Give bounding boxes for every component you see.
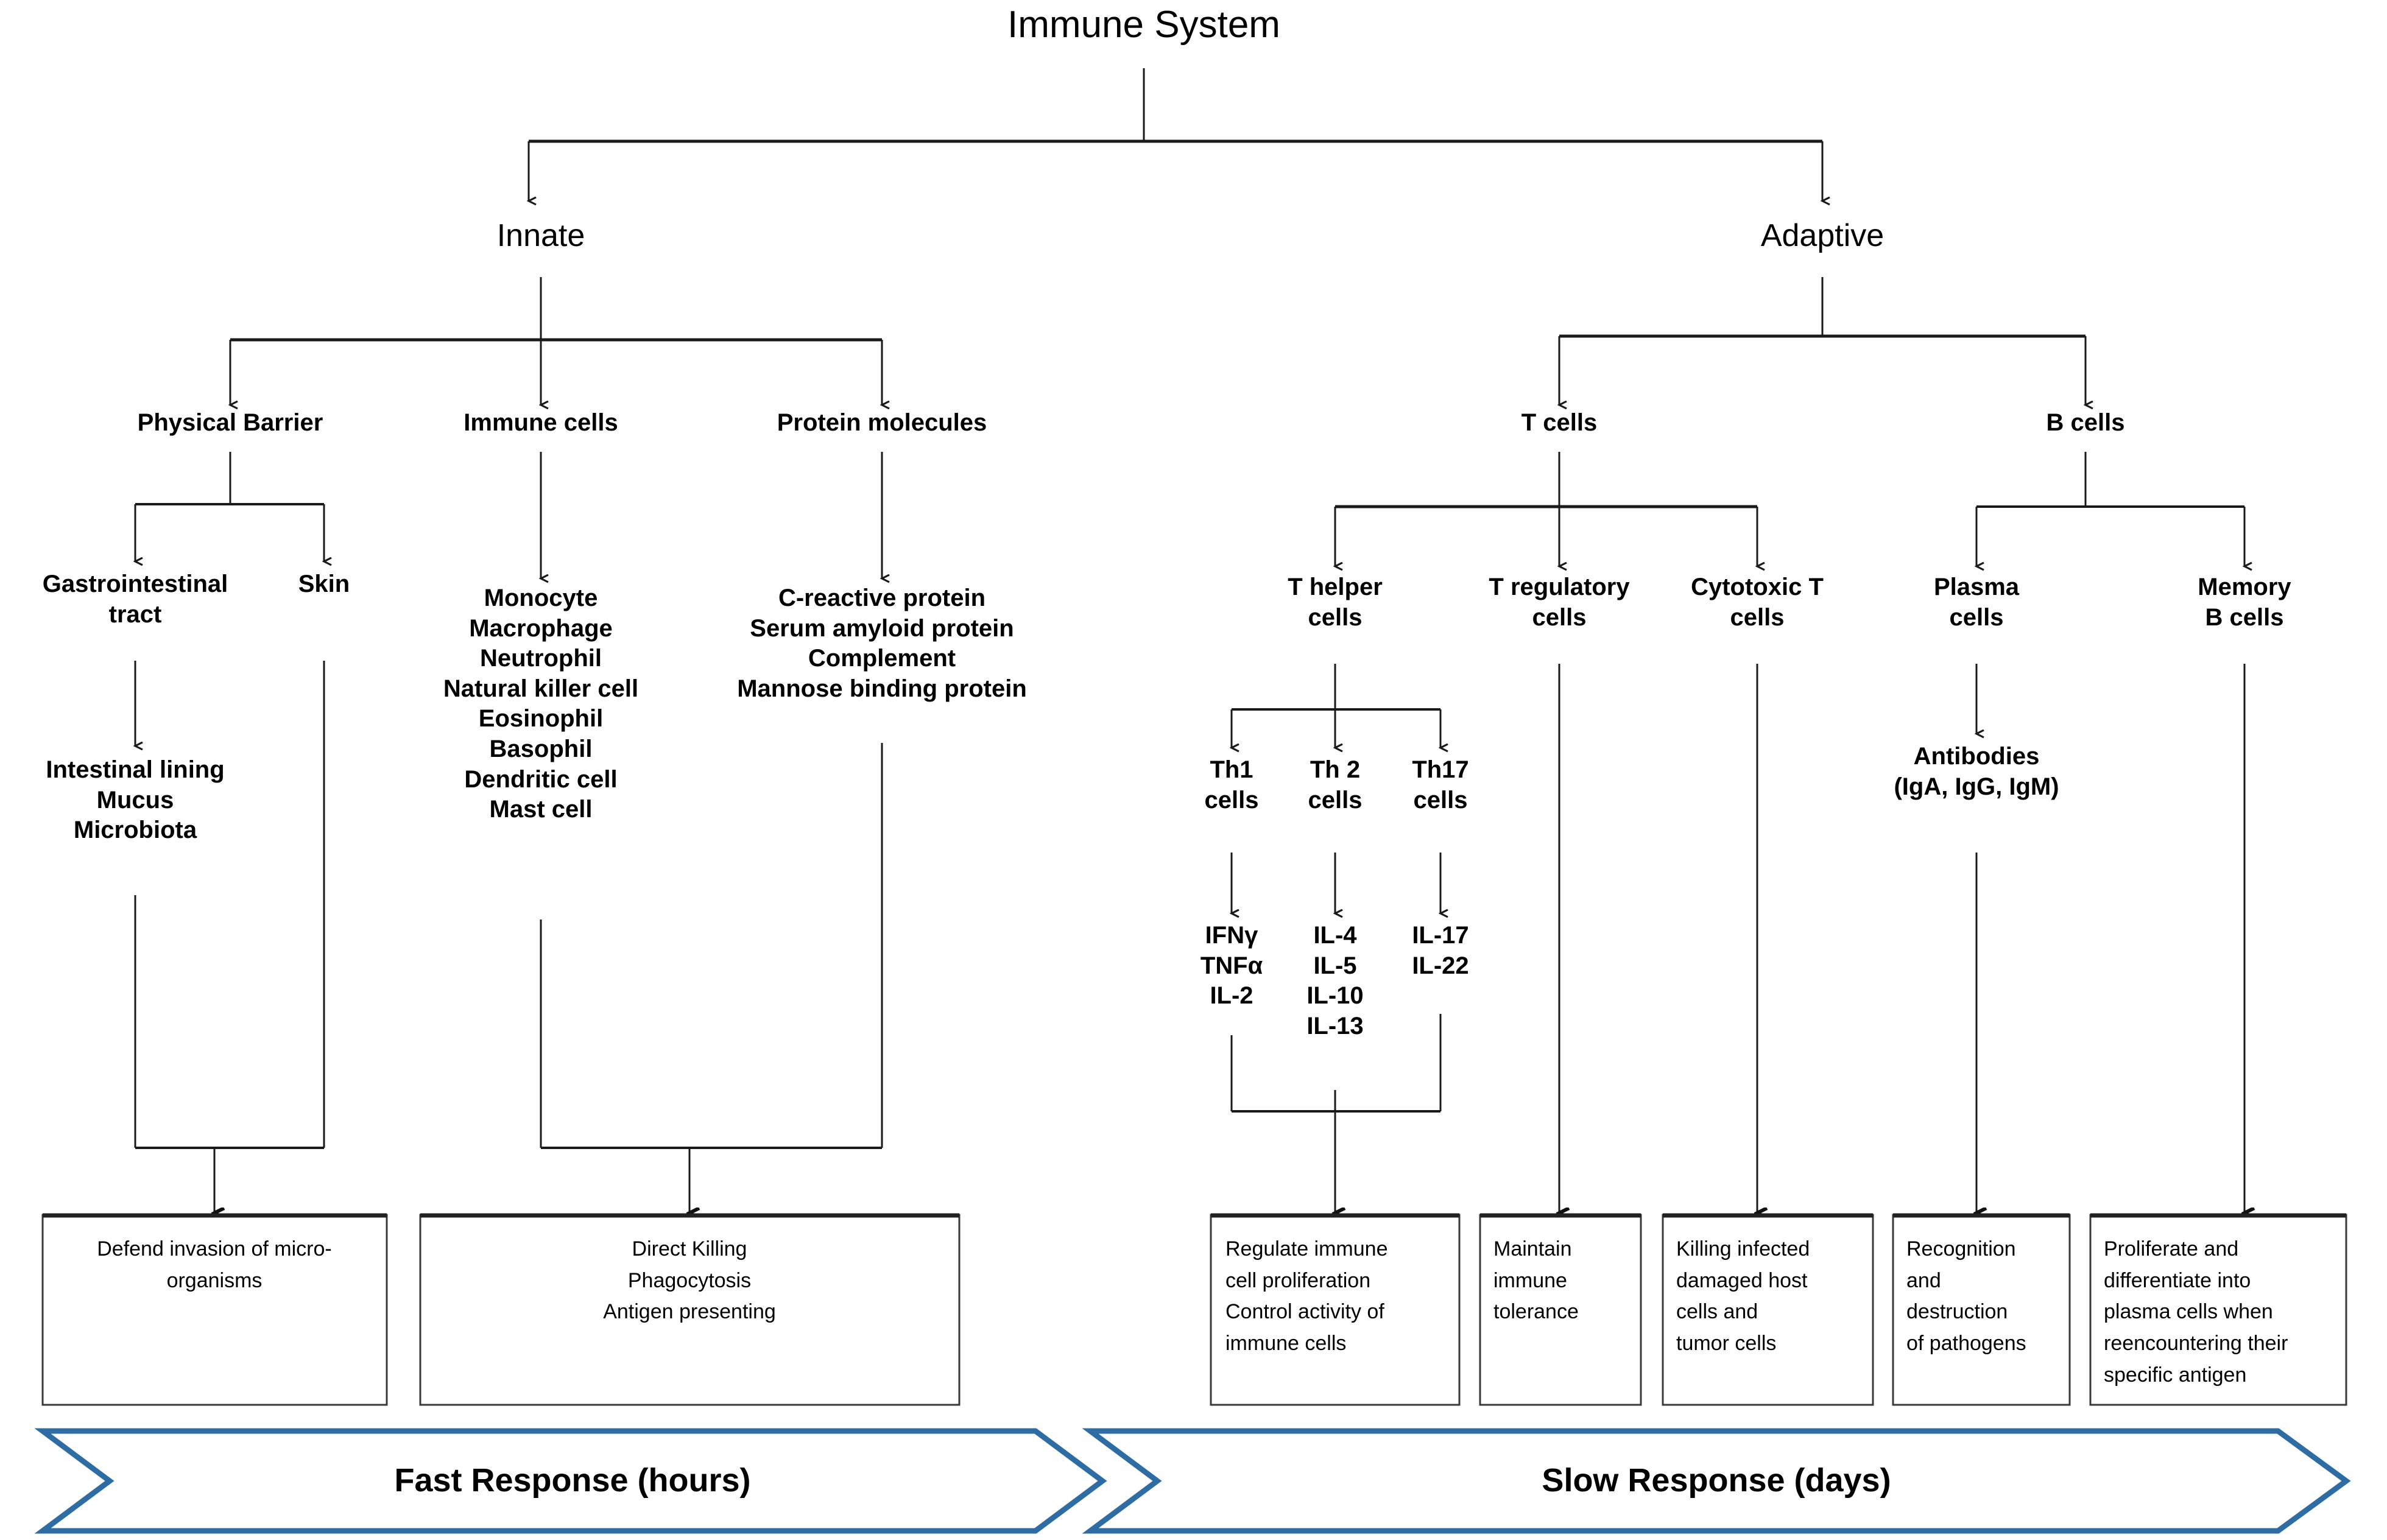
outcome-text-recognition-destruction: Recognition and destruction of pathogens xyxy=(1906,1237,2026,1355)
th2-cytokine-list: IL-4 IL-5 IL-10 IL-13 xyxy=(1306,922,1364,1039)
fast-response-chevron xyxy=(34,1428,1107,1534)
node-t-regulatory-cells: T regulatory cells xyxy=(1489,574,1630,631)
node-th17-cells: Th17 cells xyxy=(1412,756,1469,814)
th17-cytokine-list: IL-17 IL-22 xyxy=(1412,922,1469,979)
node-memory-b-cells: Memory B cells xyxy=(2198,574,2291,631)
slow-response-chevron xyxy=(1082,1428,2351,1534)
protein-molecules-item-list: C-reactive protein Serum amyloid protein… xyxy=(737,585,1027,702)
category-physical-barrier: Physical Barrier xyxy=(137,409,323,436)
category-b-cells: B cells xyxy=(2046,409,2125,436)
outcome-text-regulate-immune: Regulate immune cell proliferation Contr… xyxy=(1225,1237,1388,1355)
node-plasma-cells: Plasma cells xyxy=(1933,574,2020,631)
node-th2-cells: Th 2 cells xyxy=(1308,756,1363,814)
immune-cells-item-list: Monocyte Macrophage Neutrophil Natural k… xyxy=(443,585,639,823)
outcome-text-maintain-tolerance: Maintain immune tolerance xyxy=(1493,1237,1579,1324)
branch-label-adaptive: Adaptive xyxy=(1760,218,1885,253)
gi-tract-item-list: Intestinal lining Mucus Microbiota xyxy=(46,756,225,844)
banner-label-slow-response: Slow Response (days) xyxy=(1542,1462,1891,1499)
outcome-text-direct-killing: Direct Killing Phagocytosis Antigen pres… xyxy=(603,1237,776,1324)
node-th1-cells: Th1 cells xyxy=(1204,756,1259,814)
branch-label-innate: Innate xyxy=(496,218,585,253)
node-gi-tract: Gastrointestinal tract xyxy=(42,571,228,628)
th1-cytokine-list: IFNγ TNFα IL-2 xyxy=(1200,922,1263,1010)
antibodies-list: Antibodies (IgA, IgG, IgM) xyxy=(1894,743,2059,800)
category-immune-cells: Immune cells xyxy=(464,409,618,436)
category-protein-molecules: Protein molecules xyxy=(777,409,987,436)
outcome-text-killing-infected: Killing infected damaged host cells and … xyxy=(1676,1237,1810,1355)
page-title: Immune System xyxy=(1007,4,1280,46)
outcome-text-defend-invasion: Defend invasion of micro- organisms xyxy=(97,1237,332,1292)
banner-label-fast-response: Fast Response (hours) xyxy=(394,1462,751,1499)
node-skin: Skin xyxy=(298,571,350,597)
outcome-text-proliferate-differentiate: Proliferate and differentiate into plasm… xyxy=(2104,1237,2288,1387)
node-cytotoxic-t-cells: Cytotoxic T cells xyxy=(1691,574,1824,631)
node-t-helper-cells: T helper cells xyxy=(1288,574,1383,631)
category-t-cells: T cells xyxy=(1521,409,1598,436)
